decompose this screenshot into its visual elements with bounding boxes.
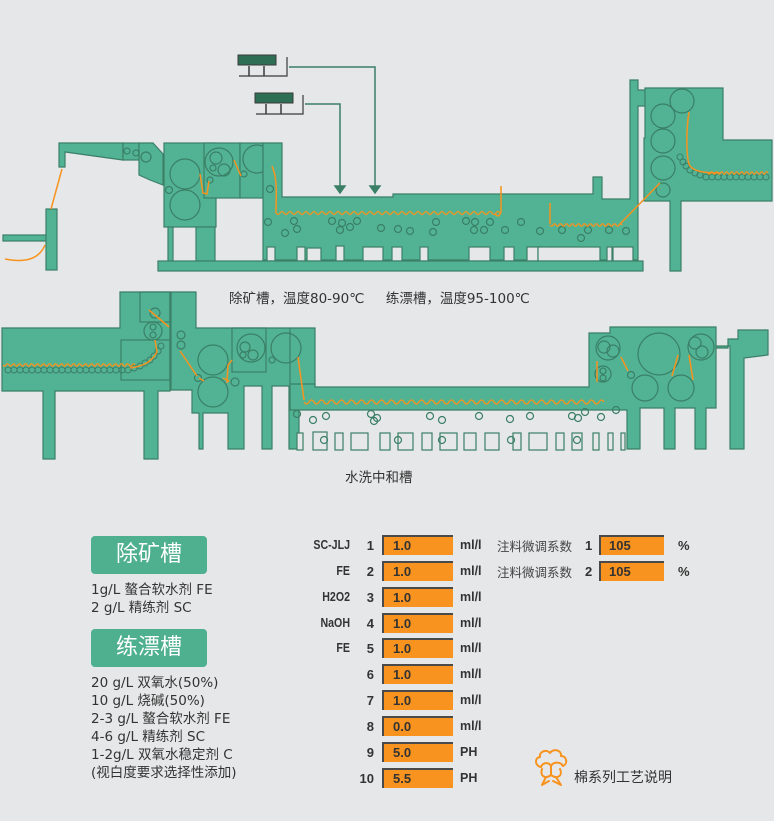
param-name: NaOH [320, 616, 350, 630]
cotton-flower-icon [535, 749, 568, 786]
param-value-field[interactable]: 1.0 [382, 664, 453, 684]
param-value-field[interactable]: 1.0 [382, 613, 453, 633]
process-diagram [1, 54, 773, 460]
fabric-path [4, 111, 721, 401]
adjustment-row: 注料微调系数 1 105 % [497, 534, 690, 556]
param-index: 3 [366, 589, 374, 605]
recipe-line: 2-3 g/L 螯合软水剂 FE [91, 711, 231, 727]
recipe-line: (视白度要求选择性添加) [91, 765, 237, 781]
recipe-line: 10 g/L 烧碱(50%) [91, 693, 205, 709]
param-row: 6 1.0 ml/l [298, 663, 482, 685]
param-unit: PH [460, 745, 478, 759]
upper-diagram-caption: 除矿槽，温度80-90℃ 练漂槽，温度95-100℃ [229, 291, 530, 307]
dosing-pipe-2 [305, 103, 347, 195]
recipe-line: 4-6 g/L 精练剂 SC [91, 729, 206, 745]
adjustment-row: 注料微调系数 2 105 % [497, 560, 690, 582]
param-row: FE 2 1.0 ml/l [298, 560, 482, 582]
fabric-waves [2, 171, 769, 405]
adjustment-value-field[interactable]: 105 [599, 561, 664, 581]
lower-diagram-caption: 水洗中和槽 [345, 470, 413, 486]
param-row: SC-JLJ 1 1.0 ml/l [298, 534, 482, 556]
param-unit: ml/l [460, 641, 482, 655]
param-row: 7 1.0 ml/l [298, 689, 482, 711]
adjustment-label: 注料微调系数 [497, 564, 573, 580]
param-unit: ml/l [460, 564, 482, 578]
param-index: 4 [366, 615, 374, 631]
param-unit: ml/l [460, 693, 482, 707]
fabric-wave [275, 210, 501, 216]
dosing-unit-2 [254, 92, 304, 115]
recipe-list-scour-bleach: 20 g/L 双氧水(50%) 10 g/L 烧碱(50%) 2-3 g/L 螯… [91, 674, 237, 782]
padder-unit-lower [170, 291, 316, 450]
recipe-line: 2 g/L 精练剂 SC [91, 600, 192, 616]
adjustment-unit: % [678, 563, 690, 579]
param-row: 8 0.0 ml/l [298, 715, 482, 737]
param-value-field[interactable]: 1.0 [382, 561, 453, 581]
param-value-field[interactable]: 1.0 [382, 638, 453, 658]
param-row: FE 5 1.0 ml/l [298, 637, 482, 659]
param-unit: ml/l [460, 719, 482, 733]
feed-stand [2, 208, 58, 271]
adjustment-value-field[interactable]: 105 [599, 535, 664, 555]
param-index: 1 [366, 537, 374, 553]
param-index: 2 [366, 563, 374, 579]
param-value-field[interactable]: 0.0 [382, 716, 453, 736]
entry-arm [58, 142, 164, 186]
exit-unit-upper [643, 87, 773, 272]
param-row: NaOH 4 1.0 ml/l [298, 612, 482, 634]
param-unit: ml/l [460, 538, 482, 552]
param-unit: ml/l [460, 667, 482, 681]
fabric-wave [707, 171, 769, 175]
base-rail [157, 260, 644, 272]
main-tank-upper [262, 79, 649, 262]
recipe-title-scour-bleach: 练漂槽 [91, 629, 207, 667]
param-value-field[interactable]: 5.0 [382, 742, 453, 762]
param-row: 10 5.5 PH [298, 767, 477, 789]
wash-tank-lower [289, 326, 769, 451]
padder-unit-2 [203, 142, 272, 199]
entry-unit-lower [1, 291, 171, 460]
param-value-field[interactable]: 1.0 [382, 587, 453, 607]
param-value-field[interactable]: 1.0 [382, 535, 453, 555]
adjustment-index: 2 [585, 563, 593, 579]
recipe-line: 1-2g/L 双氧水稳定剂 C [91, 747, 233, 763]
dosing-unit-1 [237, 54, 288, 77]
param-name: FE [336, 641, 350, 655]
param-name: H2O2 [322, 590, 350, 604]
footer-title: 棉系列工艺说明 [574, 770, 672, 786]
fabric-wave [549, 223, 623, 227]
param-unit: ml/l [460, 590, 482, 604]
param-name: FE [336, 564, 350, 578]
param-row: H2O2 3 1.0 ml/l [298, 586, 482, 608]
adjustment-label: 注料微调系数 [497, 538, 573, 554]
param-index: 7 [366, 692, 374, 708]
param-index: 5 [366, 640, 374, 656]
recipe-title-demineralize: 除矿槽 [91, 536, 207, 574]
adjustment-unit: % [678, 537, 690, 553]
param-index: 10 [359, 770, 374, 786]
param-index: 9 [366, 744, 374, 760]
recipe-list-demineralize: 1g/L 螯合软水剂 FE 2 g/L 精练剂 SC [91, 581, 213, 617]
param-unit: ml/l [460, 616, 482, 630]
param-unit: PH [460, 771, 478, 785]
param-row: 9 5.0 PH [298, 741, 477, 763]
adjustment-index: 1 [585, 537, 593, 553]
dosing-pipe-1 [289, 66, 382, 195]
footer: 棉系列工艺说明 [532, 747, 672, 789]
param-index: 8 [366, 718, 374, 734]
recipe-line: 20 g/L 双氧水(50%) [91, 675, 219, 691]
recipe-line: 1g/L 螯合软水剂 FE [91, 582, 213, 598]
param-value-field[interactable]: 1.0 [382, 690, 453, 710]
fabric-wave [303, 399, 605, 405]
param-index: 6 [366, 666, 374, 682]
fabric-wave [2, 363, 136, 367]
param-name: SC-JLJ [313, 538, 350, 552]
param-value-field[interactable]: 5.5 [382, 768, 453, 788]
